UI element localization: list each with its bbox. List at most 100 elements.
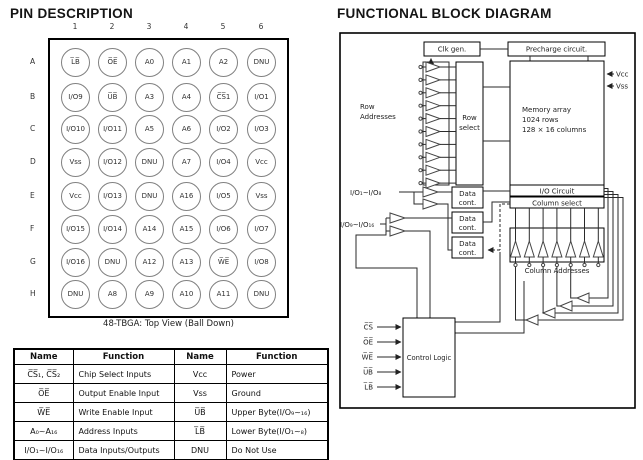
row-buffer [425, 138, 442, 151]
row-buffer [425, 125, 442, 138]
data-cont-label-line2: cont. [459, 249, 477, 257]
bga-ball-C4: A6 [172, 115, 201, 144]
bga-ball-A4: A1 [172, 48, 201, 77]
column-address-buffers [509, 208, 604, 268]
control-logic-inputs: C̅S̅O̅E̅W̅E̅U̅B̅L̅B̅ [362, 322, 402, 392]
bga-ball-H2: A8 [98, 280, 127, 309]
bga-ball-A6: DNU [247, 48, 276, 77]
row-select-line1: Row [462, 114, 477, 122]
vss-label: Vss [616, 83, 628, 91]
row-buffer [425, 164, 442, 176]
control-input-label: O̅E̅ [363, 337, 374, 346]
bga-ball-A5: A2 [209, 48, 238, 77]
row-address-pin [418, 103, 423, 108]
row-addresses-line1: Row [360, 103, 375, 111]
bga-row-header-B: B [30, 92, 36, 101]
io-low-buffer-1 [422, 186, 440, 198]
bga-col-header-2: 2 [109, 22, 115, 31]
bga-ball-E1: Vcc [61, 182, 90, 211]
bga-ball-D5: I/O4 [209, 148, 238, 177]
feedback-wire [538, 197, 624, 321]
bga-row-header-A: A [30, 57, 36, 66]
bga-ball-E5: I/O5 [209, 182, 238, 211]
bga-ball-G1: I/O16 [61, 248, 90, 277]
bga-ball-A3: A0 [135, 48, 164, 77]
bga-ball-D2: I/O12 [98, 148, 127, 177]
bga-col-header-1: 1 [72, 22, 78, 31]
memory-array-line3: 128 × 16 columns [522, 126, 587, 134]
bga-ball-C3: A5 [135, 115, 164, 144]
bga-col-header-6: 6 [258, 22, 264, 31]
control-input-label: U̅B̅ [363, 367, 373, 376]
bga-ball-F3: A14 [135, 215, 164, 244]
data-cont-block-3 [451, 236, 484, 259]
feedback-buffer [524, 314, 539, 326]
bga-ball-C6: I/O3 [247, 115, 276, 144]
precharge-label: Precharge circuit. [526, 46, 587, 54]
bga-ball-D6: Vcc [247, 148, 276, 177]
bga-ball-G6: I/O8 [247, 248, 276, 277]
bga-ball-E2: I/O13 [98, 182, 127, 211]
feedback-buffer [575, 292, 590, 304]
bga-ball-D1: Vss [61, 148, 90, 177]
bga-ball-H6: DNU [247, 280, 276, 309]
bga-ball-B1: I/O9 [61, 83, 90, 112]
column-address-pin [568, 262, 573, 268]
bga-ball-H4: A10 [172, 280, 201, 309]
bga-ball-C1: I/O10 [61, 115, 90, 144]
bga-package-outline [48, 38, 289, 318]
feedback-wire [555, 194, 619, 314]
bga-ball-A2: O̅E̅ [98, 48, 127, 77]
bga-ball-H1: DNU [61, 280, 90, 309]
row-address-pin [418, 129, 423, 134]
bga-col-header-3: 3 [146, 22, 152, 31]
column-address-pin [527, 262, 532, 268]
clk-gen-label: Clk gen. [438, 46, 467, 54]
io-high-input-wires [380, 217, 390, 232]
io-circuit-label: I/O Circuit [540, 188, 575, 196]
bga-ball-E3: DNU [135, 182, 164, 211]
bga-ball-H3: A9 [135, 280, 164, 309]
row-address-pin [418, 64, 423, 70]
data-cont-label-line1: Data [459, 190, 476, 198]
bga-ball-F2: I/O14 [98, 215, 127, 244]
column-address-pin [554, 262, 560, 268]
bga-ball-F5: I/O6 [209, 215, 238, 244]
memory-array-block [509, 60, 605, 186]
io-low-input-wires [399, 191, 423, 205]
control-input-label: W̅E̅ [362, 352, 374, 361]
column-select-label: Column select [532, 200, 582, 208]
column-address-pin [513, 262, 518, 268]
row-select-block [455, 61, 484, 186]
pin-function-cell: Lower Byte(I/O₁~₈) [225, 421, 329, 441]
feedback-wire [589, 188, 609, 299]
bga-col-header-4: 4 [183, 22, 189, 31]
bga-ball-C2: I/O11 [98, 115, 127, 144]
io-high-output-wires [405, 217, 452, 318]
row-address-buffers [418, 61, 456, 189]
bga-ball-D3: DNU [135, 148, 164, 177]
bga-ball-G3: A12 [135, 248, 164, 277]
data-cont-label-line1: Data [459, 240, 476, 248]
bga-ball-G5: W̅E̅ [209, 248, 238, 277]
bga-col-header-5: 5 [220, 22, 226, 31]
bga-caption: 48-TBGA: Top View (Ball Down) [103, 319, 234, 329]
dc2-wire [483, 201, 510, 223]
io-low-output-wires [438, 191, 452, 251]
control-logic-label: Control Logic [407, 354, 452, 362]
row-address-pin [418, 168, 423, 173]
bga-ball-F4: A15 [172, 215, 201, 244]
control-write-loop [355, 231, 418, 318]
control-logic-block [402, 317, 456, 398]
column-address-pin [541, 262, 546, 268]
bga-ball-F6: I/O7 [247, 215, 276, 244]
bga-row-header-E: E [30, 191, 35, 200]
bga-ball-F1: I/O15 [61, 215, 90, 244]
io-high-buffer-2 [389, 225, 407, 237]
io-high-label: I/O₉~I/O₁₆ [340, 221, 374, 229]
